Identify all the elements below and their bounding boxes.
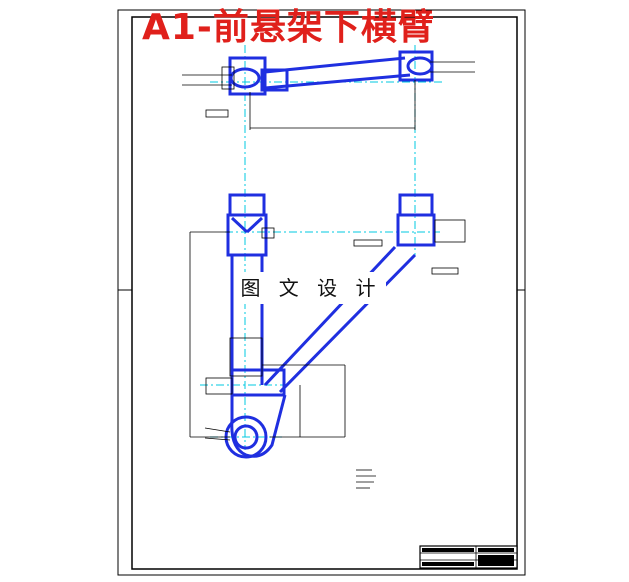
watermark: 图 文 设 计: [236, 272, 386, 304]
inner-frame: [131, 16, 518, 570]
title-block: [419, 545, 518, 569]
top-view-dimensions: [182, 61, 475, 130]
outer-frame: [117, 9, 526, 576]
front-view-dimensions: [189, 219, 466, 441]
technical-notes: [356, 469, 376, 489]
drawing-title: A1-前悬架下横臂: [142, 7, 435, 48]
top-view-part: [228, 50, 434, 96]
front-view-part: [224, 193, 436, 459]
center-lines: [200, 45, 445, 450]
